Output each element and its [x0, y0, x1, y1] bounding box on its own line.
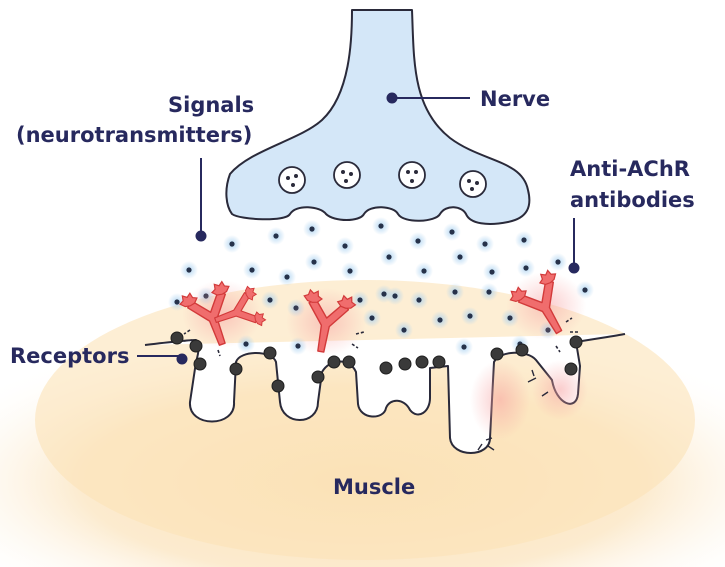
signal-dot: [284, 274, 290, 280]
signal-dot: [521, 237, 527, 243]
signal-dot: [347, 268, 353, 274]
signal-dot: [401, 327, 407, 333]
signal-dot: [437, 317, 443, 323]
signals-label-line1: Signals: [168, 93, 254, 117]
signal-dot: [229, 241, 235, 247]
signal-dot: [467, 313, 473, 319]
muscle-membrane: [144, 333, 626, 454]
muscle-label: Muscle: [333, 475, 415, 499]
signal-dot: [249, 267, 255, 273]
nerve-label: Nerve: [480, 87, 550, 111]
signal-dot: [311, 259, 317, 265]
signal-dot: [523, 265, 529, 271]
signal-dot: [457, 254, 463, 260]
receptors-label: Receptors: [10, 344, 129, 368]
vesicle-icon: [398, 161, 426, 189]
signal-dot: [342, 243, 348, 249]
antibodies-label-line2: antibodies: [570, 188, 695, 212]
receptor-dot-icon: [342, 355, 356, 369]
receptor-dot-icon: [189, 339, 203, 353]
signal-dot: [416, 297, 422, 303]
signal-dot: [378, 223, 384, 229]
signal-dot: [273, 233, 279, 239]
vesicle-icon: [459, 170, 487, 198]
signal-dot: [482, 241, 488, 247]
receptor-dot-icon: [229, 362, 243, 376]
receptor-dot-icon: [515, 343, 529, 357]
receptor-dot-icon: [311, 370, 325, 384]
signal-dot: [421, 268, 427, 274]
leader-lines: [137, 92, 580, 365]
signal-dot: [486, 289, 492, 295]
receptor-dot-icon: [193, 357, 207, 371]
signal-dot: [452, 289, 458, 295]
receptor-dot-icon: [271, 379, 285, 393]
receptor-dot-icon: [398, 357, 412, 371]
signal-dot: [489, 269, 495, 275]
receptor-dot-icon: [564, 362, 578, 376]
signal-dot: [415, 238, 421, 244]
signal-dot: [392, 293, 398, 299]
receptor-dot-icon: [490, 347, 504, 361]
receptor-dot-icon: [379, 361, 393, 375]
signals-label-line2: (neurotransmitters): [16, 123, 252, 147]
nerve-terminal: [225, 9, 531, 225]
signal-dot: [381, 291, 387, 297]
antibodies-group: [176, 267, 586, 357]
signal-dot: [174, 299, 180, 305]
receptor-dot-icon: [263, 346, 277, 360]
signal-dot: [555, 259, 561, 265]
signal-dot: [582, 287, 588, 293]
receptor-dot-icon: [569, 335, 583, 349]
receptors-group: [170, 331, 583, 393]
receptor-dot-icon: [170, 331, 184, 345]
signal-dot: [357, 297, 363, 303]
signal-dot: [243, 341, 249, 347]
signal-dot: [186, 267, 192, 273]
signal-dot: [267, 297, 273, 303]
receptor-dot-icon: [415, 355, 429, 369]
antibodies-label-line1: Anti-AChR: [570, 157, 690, 181]
signal-dot: [386, 254, 392, 260]
receptor-dot-icon: [432, 355, 446, 369]
signal-dot: [461, 344, 467, 350]
vesicle-icon: [278, 166, 306, 194]
receptor-dot-icon: [327, 355, 341, 369]
signal-dot: [309, 226, 315, 232]
signal-dot: [369, 315, 375, 321]
signal-dot: [449, 229, 455, 235]
vesicle-icon: [333, 161, 361, 189]
